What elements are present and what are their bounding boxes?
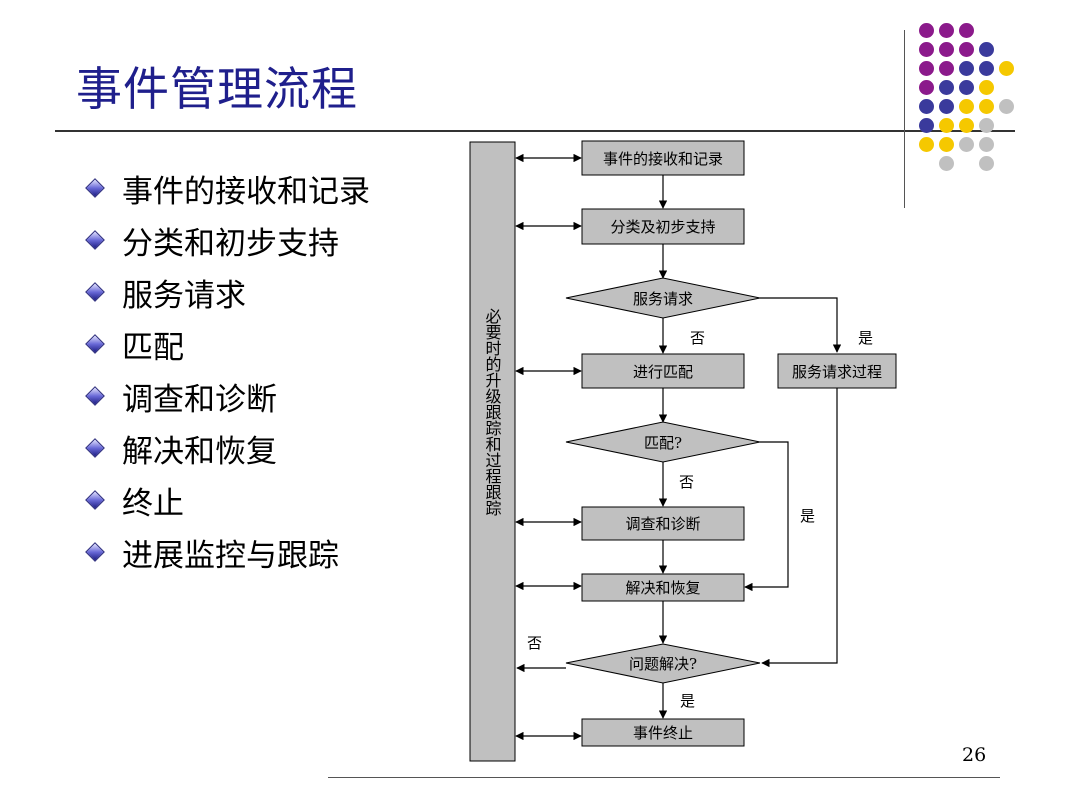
dot (959, 23, 974, 38)
dot (979, 42, 994, 57)
dot (939, 80, 954, 95)
title-divider (55, 130, 1015, 132)
node-label: 事件的接收和记录 (603, 150, 723, 168)
node-label: 解决和恢复 (625, 579, 700, 597)
node-label: 分类及初步支持 (610, 218, 715, 236)
dot (979, 61, 994, 76)
node-classify: 分类及初步支持 (581, 208, 745, 245)
bullet-text: 服务请求 (122, 277, 246, 314)
bullet-item: 服务请求 (84, 266, 370, 318)
decision-matched: 匹配? (565, 421, 761, 463)
edge-label-sr-no: 否 (690, 329, 705, 347)
dot (959, 137, 974, 152)
dot (939, 137, 954, 152)
dot (979, 99, 994, 114)
slide-title: 事件管理流程 (76, 62, 358, 116)
dot (959, 99, 974, 114)
dot (959, 42, 974, 57)
node-close: 事件终止 (581, 718, 745, 747)
escalation-bar-label: 必要时的升级跟踪和过程跟踪 (483, 308, 502, 517)
dot (979, 118, 994, 133)
dot (939, 99, 954, 114)
dot (939, 118, 954, 133)
node-match: 进行匹配 (581, 353, 745, 389)
bullet-item: 事件的接收和记录 (84, 162, 370, 214)
bullet-list: 事件的接收和记录 分类和初步支持 服务请求 匹配 调查和诊断 解决和恢复 终止 … (84, 162, 370, 578)
dot (919, 137, 934, 152)
dot (919, 118, 934, 133)
node-label: 进行匹配 (633, 363, 693, 381)
dot (959, 118, 974, 133)
dot (939, 23, 954, 38)
node-label: 调查和诊断 (625, 515, 700, 533)
node-investigate: 调查和诊断 (581, 506, 745, 541)
escalation-connectors (515, 153, 582, 741)
bullet-text: 分类和初步支持 (122, 225, 339, 262)
bullet-item: 调查和诊断 (84, 370, 370, 422)
dot (959, 80, 974, 95)
dot (939, 42, 954, 57)
page-number: 26 (962, 744, 987, 766)
escalation-bar (469, 141, 516, 762)
edge-label-match-no: 否 (679, 473, 694, 491)
corner-vertical-divider (904, 30, 905, 208)
bullet-text: 终止 (122, 485, 184, 522)
dot (959, 61, 974, 76)
dot (919, 61, 934, 76)
node-label: 服务请求过程 (792, 363, 882, 381)
bullet-text: 匹配 (122, 329, 184, 366)
dot (979, 137, 994, 152)
dot (999, 99, 1014, 114)
edge-label-sr-yes: 是 (858, 329, 873, 347)
node-resolve: 解决和恢复 (581, 573, 745, 602)
bullet-item: 解决和恢复 (84, 422, 370, 474)
dot (979, 80, 994, 95)
dot (999, 61, 1014, 76)
dot (919, 23, 934, 38)
bullet-item: 进展监控与跟踪 (84, 526, 370, 578)
dot (919, 99, 934, 114)
edge-label-solved-no: 否 (527, 634, 542, 652)
edge-label-solved-yes: 是 (680, 692, 695, 710)
node-label: 事件终止 (633, 724, 693, 742)
bullet-text: 进展监控与跟踪 (122, 537, 339, 574)
dot (919, 80, 934, 95)
bullet-item: 分类和初步支持 (84, 214, 370, 266)
dot (939, 156, 954, 171)
node-receive: 事件的接收和记录 (581, 140, 745, 176)
bullet-item: 匹配 (84, 318, 370, 370)
flow-connectors (658, 175, 842, 719)
dot (979, 156, 994, 171)
bullet-text: 解决和恢复 (122, 433, 277, 470)
dot (919, 42, 934, 57)
node-service-process: 服务请求过程 (777, 353, 897, 389)
edge-label-match-yes: 是 (800, 507, 815, 525)
decision-problem-solved: 问题解决? (565, 643, 761, 684)
decision-label: 服务请求 (633, 290, 693, 308)
decision-service-request: 服务请求 (565, 277, 761, 319)
decision-label: 匹配? (644, 434, 682, 452)
dot (939, 61, 954, 76)
bullet-text: 调查和诊断 (122, 381, 277, 418)
decision-label: 问题解决? (629, 655, 697, 673)
bullet-item: 终止 (84, 474, 370, 526)
bullet-text: 事件的接收和记录 (122, 173, 370, 210)
footer-divider (328, 777, 1000, 778)
